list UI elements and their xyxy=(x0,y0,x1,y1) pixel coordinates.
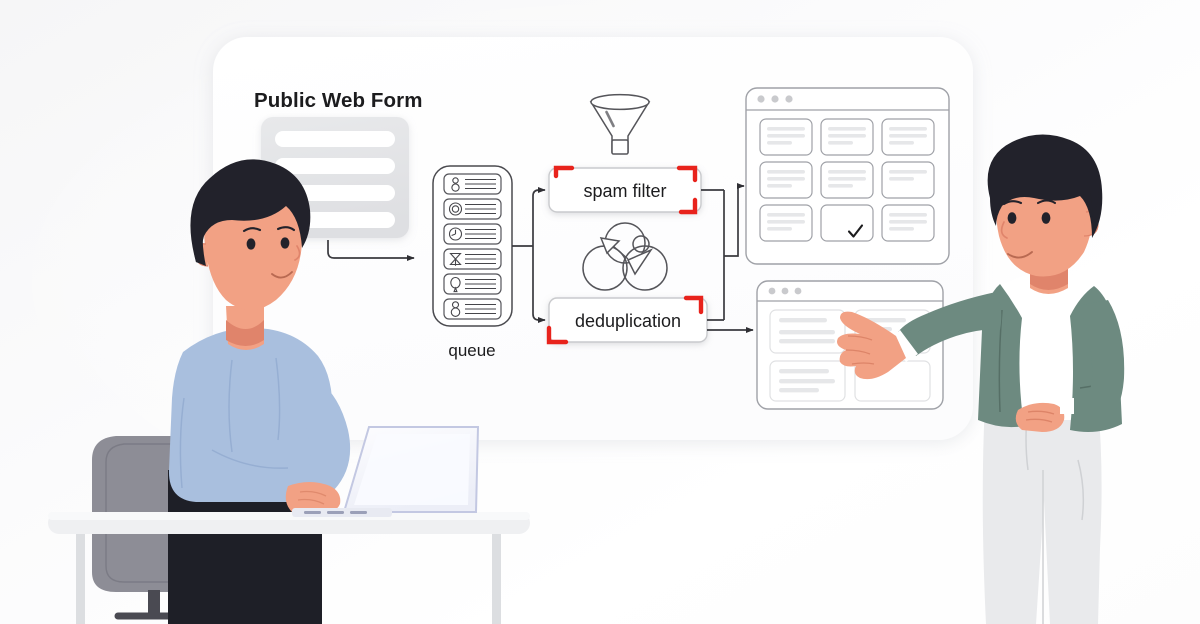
queue: queue xyxy=(432,165,513,360)
form-to-queue-arrow xyxy=(327,240,415,262)
check-icon xyxy=(847,224,864,238)
deduplication-label: deduplication xyxy=(575,311,681,331)
queue-row xyxy=(443,223,502,245)
form-field-row xyxy=(275,131,395,147)
laptop[interactable] xyxy=(292,426,480,517)
hair xyxy=(987,134,1103,238)
seated-person-at-laptop xyxy=(48,159,530,624)
queue-to-deduplication-arrow xyxy=(532,246,546,324)
detail-cell[interactable] xyxy=(769,360,846,402)
browser-window-grid[interactable] xyxy=(745,87,950,265)
sweater xyxy=(168,328,337,502)
window-dots xyxy=(768,287,802,295)
hourglass-icon xyxy=(449,252,462,266)
eye xyxy=(1007,212,1017,224)
red-corner-brackets xyxy=(546,295,704,345)
desk xyxy=(48,512,530,624)
queue-branch-connectors xyxy=(512,186,546,324)
nose xyxy=(294,245,301,261)
eye xyxy=(280,237,290,249)
queue-row xyxy=(443,273,502,295)
grid-cell[interactable] xyxy=(820,118,874,156)
pointing-hand xyxy=(837,311,906,380)
queue-row xyxy=(443,248,502,270)
queue-row xyxy=(443,173,502,195)
nose xyxy=(1000,221,1008,239)
eyebrow xyxy=(242,227,262,233)
eye xyxy=(246,238,256,250)
hand xyxy=(285,482,341,514)
eyebrow xyxy=(276,226,296,232)
grid-cell[interactable] xyxy=(759,161,813,199)
hair xyxy=(190,159,311,264)
grid-cell[interactable] xyxy=(759,204,813,242)
user-badge-icon xyxy=(450,301,461,317)
trousers xyxy=(982,404,1102,624)
mouth xyxy=(271,271,293,279)
pointing-arm xyxy=(898,292,1002,356)
page-title: Public Web Form xyxy=(254,89,423,112)
arm xyxy=(284,372,351,498)
queue-row xyxy=(443,198,502,220)
grid-cell[interactable] xyxy=(881,204,935,242)
detail-cell[interactable] xyxy=(769,309,846,354)
grid-cell[interactable] xyxy=(881,161,935,199)
form-field-row xyxy=(275,158,395,174)
grid-cell-checked[interactable] xyxy=(820,204,874,242)
queue-row xyxy=(443,298,502,320)
keyboard-keys xyxy=(304,511,367,514)
arm xyxy=(1074,300,1125,420)
mouth xyxy=(1007,251,1033,259)
ring-icon xyxy=(448,202,463,216)
nodes-to-grid-window-arrow xyxy=(724,182,745,257)
output-connectors xyxy=(701,182,754,334)
queue-label: queue xyxy=(448,341,495,360)
grid-cell[interactable] xyxy=(820,161,874,199)
hand xyxy=(1015,402,1065,432)
clock-icon xyxy=(448,227,463,241)
eyebrow xyxy=(1036,199,1057,205)
red-corner-brackets xyxy=(553,165,698,215)
queue-to-spam-filter-arrow xyxy=(532,186,546,246)
eye xyxy=(1041,212,1051,224)
grid-cell[interactable] xyxy=(759,118,813,156)
trousers xyxy=(168,470,322,624)
funnel-icon xyxy=(589,93,651,155)
deduplication-node[interactable]: deduplication xyxy=(546,295,708,345)
eyebrow xyxy=(1002,200,1023,206)
grid-cell[interactable] xyxy=(881,118,935,156)
spam-filter-label: spam filter xyxy=(583,181,666,201)
standing-person-pointing xyxy=(837,134,1125,624)
venn-merge-icon xyxy=(582,222,668,291)
window-dots xyxy=(757,95,793,103)
spam-filter-node[interactable]: spam filter xyxy=(548,165,702,215)
balloon-icon xyxy=(450,276,461,293)
person-icon xyxy=(451,177,460,192)
